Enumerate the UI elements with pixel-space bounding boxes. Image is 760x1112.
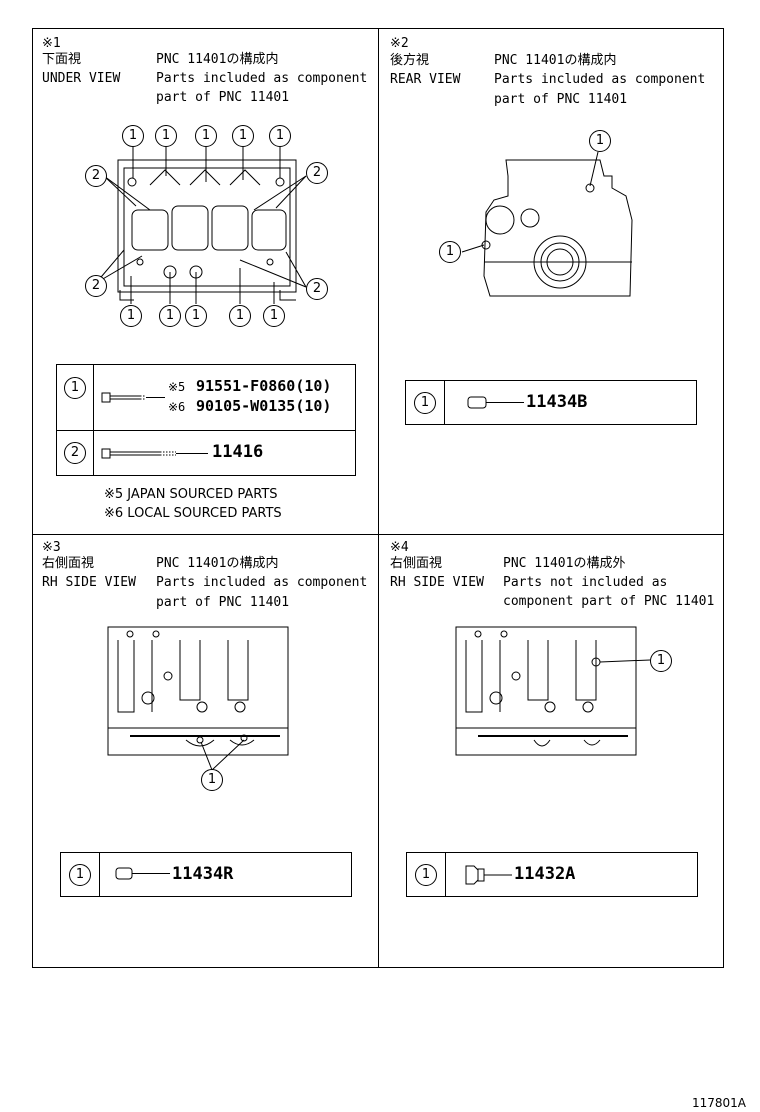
callout-2: 2 [85, 275, 107, 297]
panel2-desc-2: Parts included as component [494, 72, 706, 87]
bolt-head-icon [101, 392, 111, 403]
panel1-desc-2: Parts included as component [156, 71, 368, 86]
panel2-view-en: REAR VIEW [390, 72, 461, 87]
callout-1: 1 [439, 241, 461, 263]
callout-1: 1 [232, 125, 254, 147]
part-number: 11434R [172, 864, 234, 884]
bearing-cap-2 [171, 205, 209, 251]
panel3-view-en: RH SIDE VIEW [42, 575, 136, 590]
callout-2: 2 [85, 165, 107, 187]
base-flange [119, 290, 296, 301]
panel2-desc-1: PNC 11401の構成内 [494, 53, 617, 68]
callout-1: 1 [589, 130, 611, 152]
panel3-desc-3: part of PNC 11401 [156, 595, 290, 610]
panel2-mark: ※2 [390, 36, 409, 51]
figure-id: 117801A [691, 1096, 746, 1110]
panel4-desc-2: Parts not included as [503, 575, 668, 590]
panel4-desc-3: component part of PNC 11401 [503, 594, 715, 609]
callout-1: 1 [195, 125, 217, 147]
panel4-view-jp: 右側面視 [390, 556, 443, 571]
callout-1: 1 [263, 305, 285, 327]
bearing-cap-3 [211, 205, 249, 251]
panel3-desc-2: Parts included as component [156, 575, 368, 590]
part-number: 11432A [514, 864, 576, 884]
callout-1: 1 [120, 305, 142, 327]
part-number: 11416 [212, 442, 264, 462]
webbing [117, 640, 249, 713]
block-outline [117, 159, 297, 293]
side-block-outline [455, 626, 637, 756]
callout-1: 1 [269, 125, 291, 147]
panel3-desc-1: PNC 11401の構成内 [156, 556, 279, 571]
callout-1: 1 [122, 125, 144, 147]
callout-1: 1 [650, 650, 672, 672]
panel-divider-horizontal [32, 534, 724, 535]
panel-divider-vertical [378, 28, 379, 968]
rear-block-outline [483, 159, 633, 297]
table-callout-2: 2 [64, 442, 86, 464]
side-block-outline [107, 626, 289, 756]
panel4-desc-1: PNC 11401の構成外 [503, 556, 626, 571]
table-callout-column [406, 852, 446, 897]
table-callout-1: 1 [415, 864, 437, 886]
callout-1: 1 [185, 305, 207, 327]
panel1-mark: ※1 [42, 36, 61, 51]
table-callout-1: 1 [69, 864, 91, 886]
note-mark-6: ※6 [168, 400, 186, 414]
panel3-view-jp: 右側面視 [42, 556, 95, 571]
long-bolt-head-icon [101, 448, 111, 459]
panel4-parts-table [406, 852, 698, 897]
panel1-desc-3: part of PNC 11401 [156, 90, 290, 105]
part-number: 90105-W0135(10) [196, 397, 332, 415]
callout-1: 1 [159, 305, 181, 327]
callout-1: 1 [229, 305, 251, 327]
table-callout-column [405, 380, 445, 425]
webbing [149, 169, 261, 186]
note-mark-5: ※5 [168, 380, 186, 394]
oil-port [485, 205, 515, 235]
table-row-divider [56, 430, 356, 431]
panel2-view-jp: 後方視 [390, 53, 430, 68]
panel4-view-en: RH SIDE VIEW [390, 575, 484, 590]
callout-1: 1 [155, 125, 177, 147]
hex-plug-icon [465, 865, 479, 885]
table-callout-column [56, 364, 94, 476]
part-number: 11434B [526, 392, 588, 412]
panel2-parts-table [405, 380, 697, 425]
table-callout-1: 1 [414, 392, 436, 414]
callout-1: 1 [201, 769, 223, 791]
panel3-parts-table [60, 852, 352, 897]
table-callout-column [60, 852, 100, 897]
panel1-view-jp: 下面視 [42, 52, 82, 67]
block-inner [123, 167, 291, 287]
part-number: 91551-F0860(10) [196, 377, 332, 395]
callout-2: 2 [306, 278, 328, 300]
panel4-mark: ※4 [390, 540, 409, 555]
note-japan-sourced: ※5 JAPAN SOURCED PARTS [104, 487, 278, 502]
webbing [465, 640, 597, 713]
callout-2: 2 [306, 162, 328, 184]
note-local-sourced: ※6 LOCAL SOURCED PARTS [104, 506, 282, 521]
panel1-parts-table [56, 364, 356, 476]
panel3-mark: ※3 [42, 540, 61, 555]
panel2-desc-3: part of PNC 11401 [494, 92, 628, 107]
bearing-cap-4 [251, 209, 287, 251]
panel1-view-en: UNDER VIEW [42, 71, 121, 86]
panel1-desc-1: PNC 11401の構成内 [156, 52, 279, 67]
table-callout-1: 1 [64, 377, 86, 399]
